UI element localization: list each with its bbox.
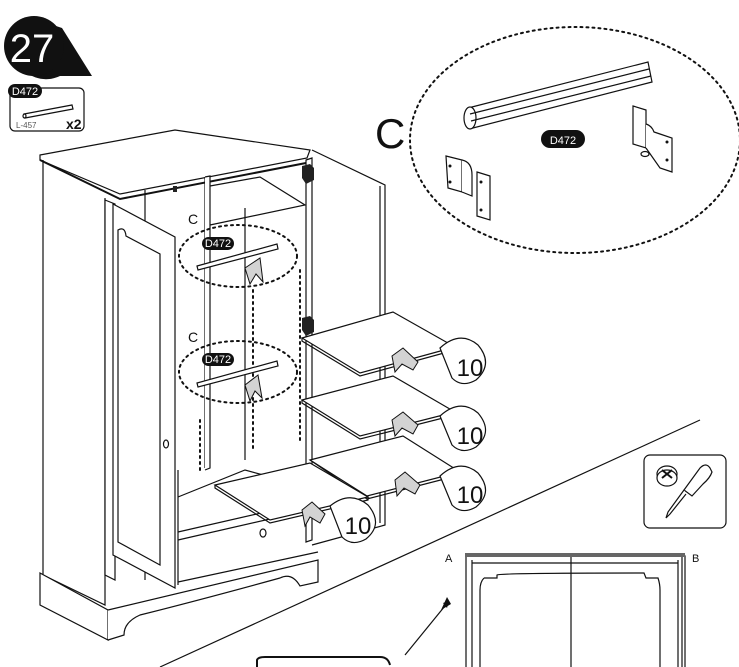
insert-arrow-icon	[391, 411, 419, 438]
detail-letter: C	[375, 110, 405, 157]
rail-rod-icon	[463, 61, 653, 130]
rod-icon	[196, 360, 279, 388]
door-knob-icon	[162, 439, 170, 449]
shelf-2: 10	[300, 375, 487, 452]
rod-callout-part: D472	[205, 354, 231, 366]
insert-arrow-icon	[244, 257, 264, 286]
shelf-1: 10	[300, 311, 487, 385]
left-door	[112, 203, 176, 589]
shelf-callout-qty: 10	[345, 513, 372, 540]
inset-label-a: A	[445, 553, 453, 565]
detail-ellipse	[409, 26, 739, 254]
inset-detail: A B	[159, 419, 701, 667]
drawer-knob-icon	[259, 528, 267, 538]
rod-callout-letter: C	[188, 211, 198, 227]
shelf-callout-qty: 10	[457, 423, 484, 450]
part-box: D472 L-457 x2	[8, 84, 85, 132]
step-badge: 27	[4, 16, 92, 80]
tool-box	[643, 454, 727, 529]
wardrobe-plinth	[39, 571, 109, 641]
shelf-4: 10	[213, 462, 377, 544]
shelf-callout-qty: 10	[457, 482, 484, 509]
rail-bracket-right-icon	[632, 105, 673, 173]
insert-arrow-icon	[244, 374, 263, 403]
step-number: 27	[10, 27, 55, 71]
screwdriver-icon	[665, 464, 713, 519]
rod-callout-lower: C D472	[178, 329, 298, 404]
shelf-3: 10	[308, 435, 487, 512]
rod-callout-upper: C D472	[178, 211, 298, 288]
detail-part-code: D472	[550, 135, 576, 147]
detail-part-badge	[541, 130, 585, 148]
rod-callout-letter: C	[188, 329, 198, 345]
part-code-badge	[8, 84, 42, 98]
inset-label-b: B	[692, 553, 699, 565]
wardrobe	[39, 129, 386, 641]
insert-arrow-icon	[394, 471, 421, 498]
wardrobe-top	[39, 129, 311, 195]
part-quantity: x2	[66, 116, 82, 132]
hinge-bottom-icon	[302, 316, 314, 336]
rail-bracket-left-icon	[445, 155, 491, 221]
rod-icon	[22, 104, 74, 119]
rod-callout-part: D472	[205, 238, 231, 250]
shelf-callout-qty: 10	[457, 355, 484, 382]
inset-label-box	[256, 656, 391, 667]
shelf-pin-icon	[173, 186, 177, 192]
part-code: D472	[12, 86, 38, 98]
detail-callout: C D472	[375, 26, 739, 254]
insert-arrow-icon	[391, 347, 419, 374]
hinge-top-icon	[302, 164, 314, 184]
rod-icon	[196, 243, 279, 271]
insert-arrow-icon	[301, 501, 326, 528]
phillips-screw-icon	[656, 465, 678, 487]
part-length: L-457	[16, 121, 37, 130]
